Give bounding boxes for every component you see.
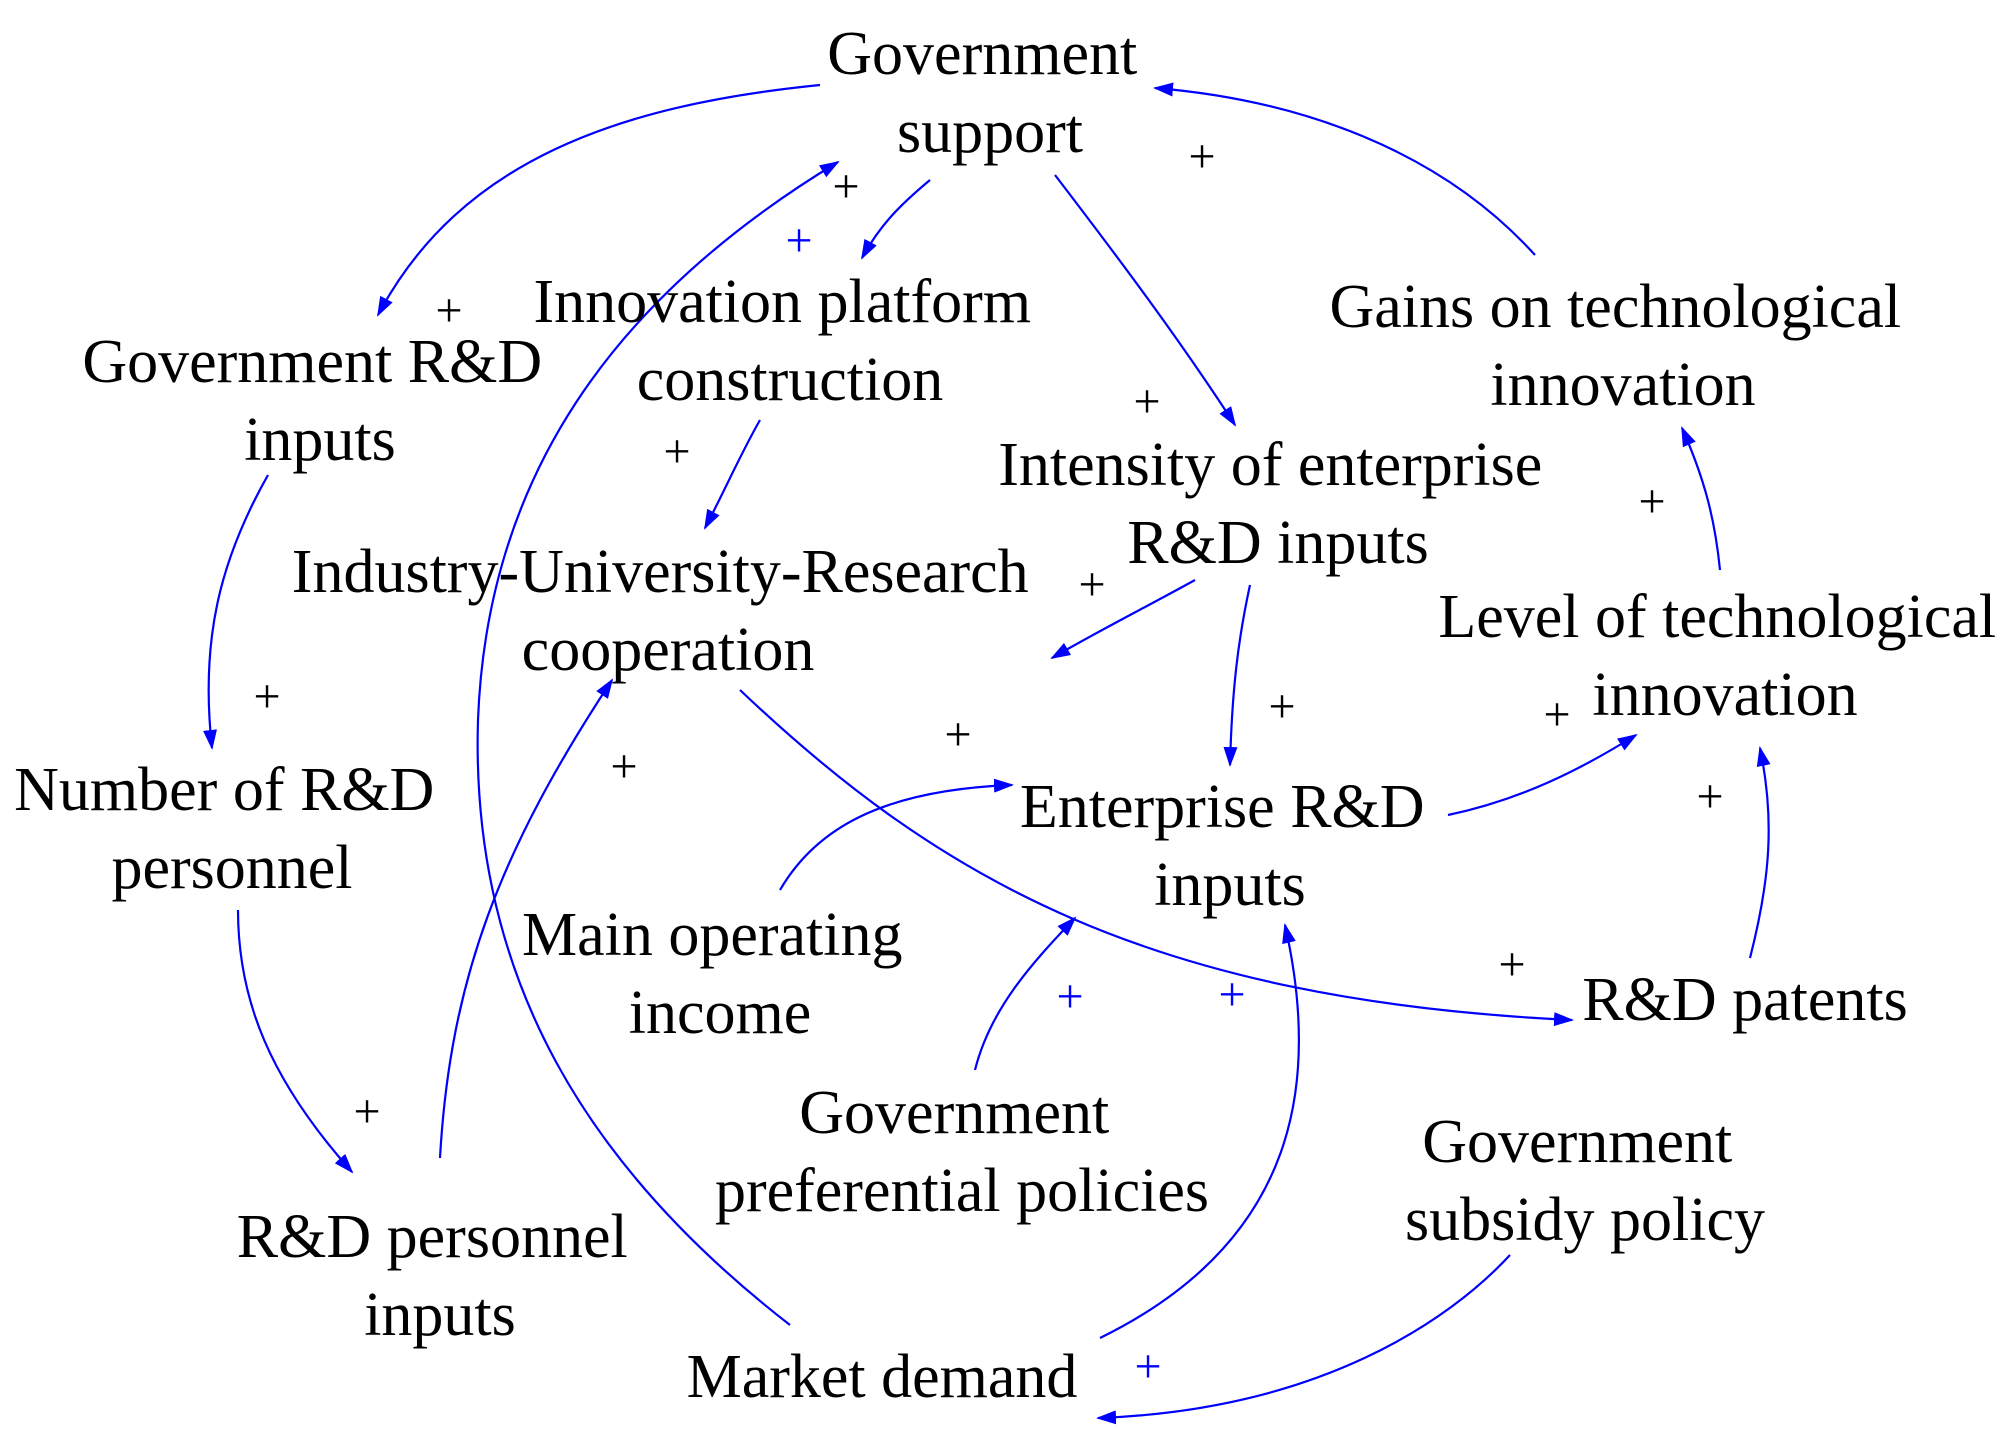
node-line: Level of technological: [1438, 583, 1996, 651]
node-line: Innovation platform: [533, 268, 1031, 336]
node-gains-tech-innovation: Gains on technological innovation: [1329, 273, 1916, 419]
edge-enterprise-rd-inputs-to-level-tech-innovation: [1447, 733, 1638, 817]
edge-intensity-enterprise-rd-to-iur-cooperation: [1050, 579, 1196, 660]
node-government-support: Government support: [827, 20, 1152, 166]
edge-market-demand-to-enterprise-rd-inputs: [1099, 923, 1301, 1339]
node-line: Government: [827, 20, 1137, 88]
edge-rd-personnel-inputs-to-government-support: [476, 160, 840, 1326]
edge-government-rd-inputs-to-number-rd-personnel: [203, 474, 269, 750]
polarity-sign: +: [610, 740, 637, 793]
edges: [203, 82, 1771, 1425]
node-market-demand: Market demand: [687, 1343, 1078, 1411]
node-rd-personnel-inputs: R&D personnel inputs: [237, 1203, 643, 1349]
edge-rd-patents-to-level-tech-innovation: [1748, 746, 1771, 959]
node-line: inputs: [1154, 851, 1306, 919]
polarity-sign: +: [1268, 680, 1295, 733]
edge-number-rd-personnel-to-rd-personnel-inputs: [236, 909, 354, 1174]
node-rd-patents: R&D patents: [1582, 966, 1907, 1034]
polarity-sign: +: [1218, 968, 1245, 1021]
edge-gains-tech-innovation-to-government-support: [1153, 82, 1536, 256]
polarity-sign: +: [1638, 475, 1665, 528]
node-line: Market demand: [687, 1343, 1078, 1411]
node-line: innovation: [1490, 351, 1755, 419]
edge-government-preferential-policies-to-enterprise-rd-inputs: [973, 916, 1077, 1071]
polarity-sign: +: [944, 708, 971, 761]
polarity-sign: +: [832, 160, 859, 213]
node-line: Number of R&D: [14, 756, 434, 824]
node-intensity-enterprise-rd-inputs: Intensity of enterprise R&D inputs: [998, 431, 1558, 577]
node-level-tech-innovation: Level of technological innovation: [1438, 583, 2011, 729]
polarity-sign: +: [1543, 688, 1570, 741]
node-line: construction: [637, 346, 944, 414]
polarity-sign: +: [1498, 938, 1525, 991]
node-line: Main operating: [522, 901, 903, 969]
node-line: R&D patents: [1582, 966, 1907, 1034]
polarity-sign: +: [1133, 375, 1160, 428]
node-line: Government: [1422, 1108, 1732, 1176]
node-line: income: [629, 979, 812, 1047]
node-line: subsidy policy: [1405, 1186, 1765, 1254]
node-number-rd-personnel: Number of R&D personnel: [14, 756, 450, 902]
polarity-sign: +: [253, 670, 280, 723]
node-line: Government: [799, 1079, 1109, 1147]
polarity-sign: +: [1134, 1340, 1161, 1393]
polarity-signs: + + + + + + + + + + + + + + + + + + +: [253, 130, 1723, 1393]
node-line: R&D inputs: [1127, 509, 1428, 577]
node-line: Industry-University-Research: [292, 538, 1029, 606]
node-line: Gains on technological: [1329, 273, 1901, 341]
edge-main-operating-income-to-enterprise-rd-inputs: [779, 778, 1014, 891]
node-labels: Government support Innovation platform c…: [14, 20, 2011, 1411]
node-innovation-platform-construction: Innovation platform construction: [533, 268, 1046, 414]
node-government-subsidy-policy: Government subsidy policy: [1405, 1108, 1765, 1254]
polarity-sign: +: [785, 214, 812, 267]
polarity-sign: +: [1696, 770, 1723, 823]
node-line: innovation: [1592, 661, 1857, 729]
node-government-preferential-policies: Government preferential policies: [715, 1079, 1209, 1225]
node-line: Intensity of enterprise: [998, 431, 1542, 499]
polarity-sign: +: [353, 1085, 380, 1138]
node-government-rd-inputs: Government R&D inputs: [82, 328, 557, 474]
node-line: personnel: [111, 834, 352, 902]
node-line: R&D personnel: [237, 1203, 628, 1271]
node-enterprise-rd-inputs: Enterprise R&D inputs: [1020, 773, 1440, 919]
node-line: support: [897, 98, 1083, 166]
node-line: Enterprise R&D: [1020, 773, 1425, 841]
edge-level-tech-innovation-to-gains-tech-innovation: [1680, 426, 1722, 571]
node-iur-cooperation: Industry-University-Research cooperation: [292, 538, 1044, 684]
polarity-sign: +: [435, 284, 462, 337]
polarity-sign: +: [1078, 558, 1105, 611]
node-line: inputs: [364, 1281, 516, 1349]
node-line: cooperation: [522, 616, 815, 684]
edge-rd-personnel-inputs-to-iur-cooperation: [438, 678, 614, 1159]
edge-government-support-to-innovation-platform: [861, 179, 931, 260]
node-line: preferential policies: [715, 1157, 1209, 1225]
polarity-sign: +: [1188, 130, 1215, 183]
edge-government-support-to-government-rd-inputs: [377, 83, 821, 317]
edge-innovation-platform-to-iur-cooperation: [704, 419, 761, 530]
polarity-sign: +: [1056, 970, 1083, 1023]
edge-intensity-enterprise-rd-to-enterprise-rd-inputs: [1223, 584, 1252, 767]
polarity-sign: +: [663, 425, 690, 478]
edge-government-subsidy-policy-to-market-demand: [1096, 1254, 1511, 1425]
node-line: Government R&D: [82, 328, 542, 396]
node-main-operating-income: Main operating income: [522, 901, 918, 1047]
edge-government-support-to-intensity-enterprise-rd: [1054, 174, 1237, 427]
node-line: inputs: [244, 406, 396, 474]
